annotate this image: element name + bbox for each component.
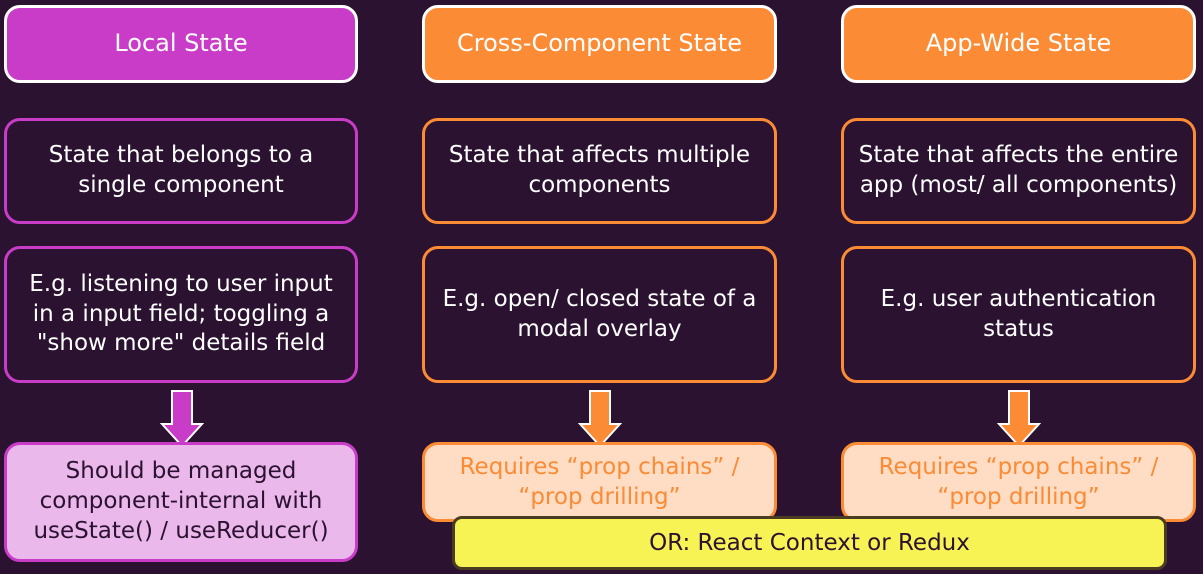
description-text: State that affects multiple components	[448, 142, 751, 198]
result-text: Should be managed component-internal wit…	[33, 458, 329, 544]
description-local-state: State that belongs to a single component	[4, 118, 358, 224]
arrow-down-icon	[578, 390, 622, 448]
header-label: Local State	[114, 29, 248, 58]
example-text: E.g. open/ closed state of a modal overl…	[442, 285, 757, 342]
header-cross-component-state: Cross-Component State	[422, 5, 777, 83]
example-text: E.g. listening to user input in a input …	[29, 270, 333, 357]
header-label: Cross-Component State	[457, 29, 742, 58]
arrow-down-icon	[160, 390, 204, 448]
result-text: Requires “prop chains” / “prop drilling”	[459, 454, 740, 510]
header-app-wide-state: App-Wide State	[841, 5, 1196, 83]
example-app-wide-state: E.g. user authentication status	[841, 246, 1196, 383]
example-local-state: E.g. listening to user input in a input …	[4, 246, 358, 383]
result-app-wide-state: Requires “prop chains” / “prop drilling”	[841, 442, 1196, 522]
example-cross-component-state: E.g. open/ closed state of a modal overl…	[422, 246, 777, 383]
arrow-down-icon	[997, 390, 1041, 448]
description-text: State that affects the entire app (most/…	[858, 142, 1179, 198]
description-text: State that belongs to a single component	[48, 142, 314, 198]
result-text: Requires “prop chains” / “prop drilling”	[878, 454, 1159, 510]
result-cross-component-state: Requires “prop chains” / “prop drilling”	[422, 442, 777, 522]
header-local-state: Local State	[4, 5, 358, 83]
header-label: App-Wide State	[925, 29, 1112, 58]
description-app-wide-state: State that affects the entire app (most/…	[841, 118, 1196, 224]
example-text: E.g. user authentication status	[880, 285, 1157, 342]
alternative-box: OR: React Context or Redux	[452, 516, 1167, 570]
result-local-state: Should be managed component-internal wit…	[4, 442, 358, 562]
description-cross-component-state: State that affects multiple components	[422, 118, 777, 224]
alternative-text: OR: React Context or Redux	[649, 530, 970, 556]
